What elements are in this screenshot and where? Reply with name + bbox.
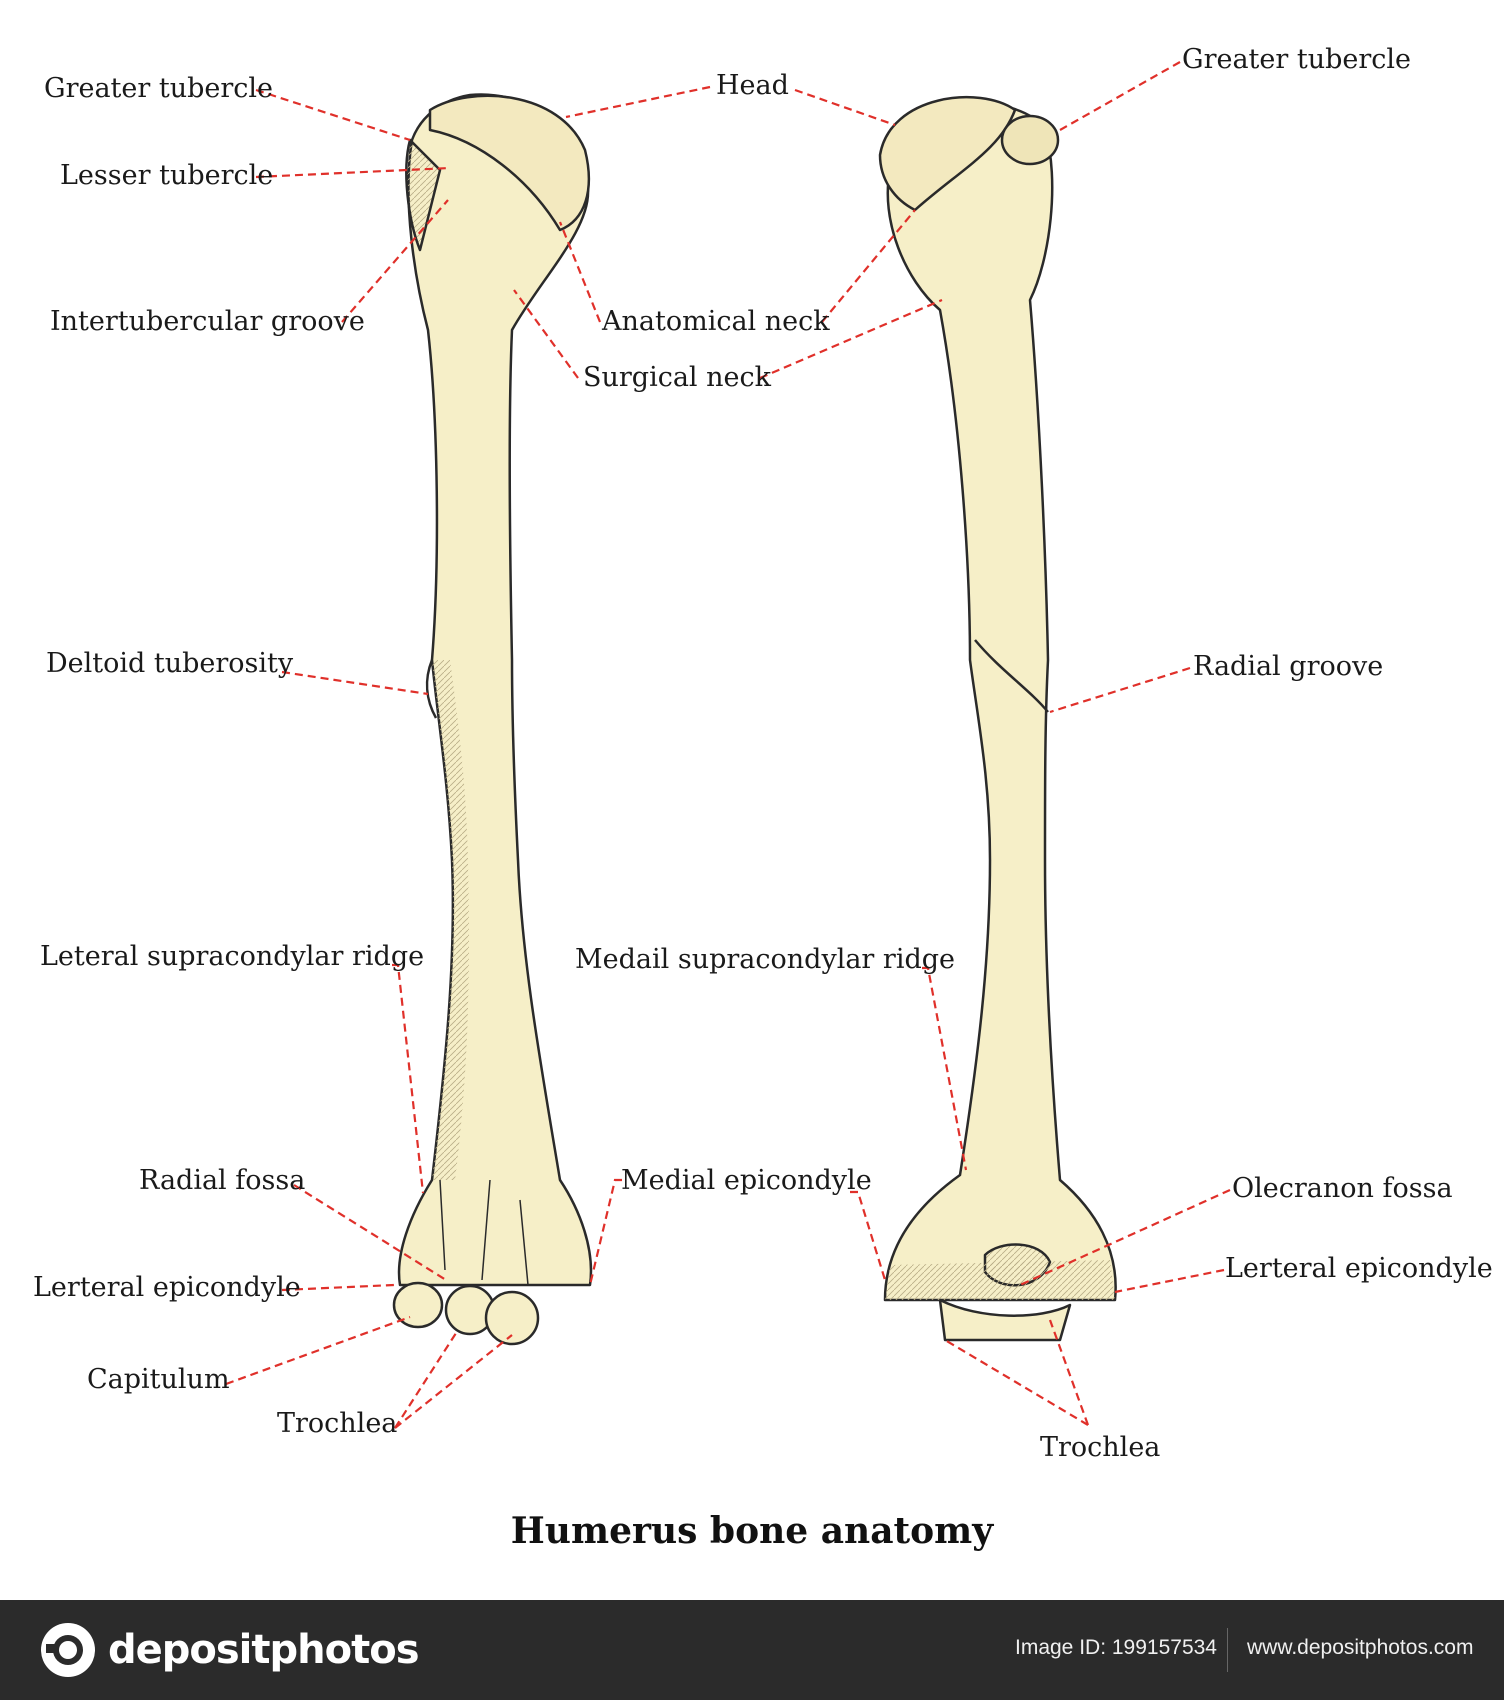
anterior-trochlea-b bbox=[484, 1290, 540, 1346]
leader-trochlea-left-b bbox=[394, 1334, 513, 1429]
leader-deltoid-tuberosity bbox=[281, 670, 429, 696]
brand-name: depositphotos bbox=[108, 1627, 420, 1673]
site-url: www.depositphotos.com bbox=[1247, 1636, 1474, 1659]
label-deltoid-tuberosity: Deltoid tuberosity bbox=[46, 648, 294, 679]
posterior-radial-groove-line bbox=[974, 639, 1049, 713]
leader-radial-fossa bbox=[293, 1184, 447, 1281]
label-radial-groove: Radial groove bbox=[1193, 651, 1384, 682]
posterior-humerus bbox=[878, 96, 1117, 1342]
humerus-diagram bbox=[225, 61, 1231, 1429]
label-greater-tubercle-anterior: Greater tubercle bbox=[44, 73, 274, 104]
leader-lesser-tubercle bbox=[255, 166, 451, 179]
label-olecranon-fossa: Olecranon fossa bbox=[1232, 1173, 1453, 1204]
posterior-greater-tubercle-shape bbox=[1000, 114, 1060, 166]
camera-icon bbox=[41, 1623, 95, 1677]
leader-trochlea-right-a bbox=[944, 1339, 1089, 1426]
anterior-head bbox=[428, 94, 590, 232]
footer-divider bbox=[1227, 1628, 1228, 1672]
leader-anatomical-neck-right bbox=[821, 209, 916, 323]
label-head: Head bbox=[716, 70, 789, 101]
leader-anatomical-neck-left bbox=[558, 221, 602, 323]
label-intertubercular-groove: Intertubercular groove bbox=[50, 306, 365, 337]
leader-medial-epicondyle-right bbox=[850, 1190, 887, 1281]
leader-surgical-neck-right bbox=[759, 298, 943, 380]
anterior-shaft bbox=[397, 93, 593, 1287]
leader-lines bbox=[225, 61, 1231, 1429]
diagram-title: Humerus bone anatomy bbox=[510, 1510, 994, 1552]
leader-lateral-supracondylar-ridge bbox=[392, 963, 425, 1194]
leader-greater-tubercle-left bbox=[255, 88, 411, 142]
stock-footer: depositphotos Image ID: 199157534 www.de… bbox=[0, 1600, 1504, 1700]
image-id: Image ID: 199157534 bbox=[1015, 1636, 1217, 1659]
label-surgical-neck: Surgical neck bbox=[583, 362, 771, 393]
leader-greater-tubercle-right bbox=[1059, 61, 1181, 131]
label-trochlea-anterior: Trochlea bbox=[277, 1408, 398, 1439]
leader-lateral-epicondyle-right bbox=[1114, 1268, 1225, 1294]
leader-head-left bbox=[565, 85, 711, 119]
label-lateral-epicondyle-posterior: Lerteral epicondyle bbox=[1225, 1253, 1493, 1284]
anterior-deltoid-bump bbox=[425, 659, 438, 719]
anterior-shaft-shading bbox=[432, 660, 469, 1180]
leader-surgical-neck-left bbox=[513, 289, 579, 379]
anterior-distal-ridges bbox=[439, 1179, 529, 1286]
leader-lateral-epicondyle-left bbox=[281, 1283, 395, 1292]
leader-capitulum bbox=[225, 1315, 411, 1386]
label-greater-tubercle-posterior: Greater tubercle bbox=[1182, 44, 1412, 75]
label-medial-epicondyle: Medial epicondyle bbox=[621, 1165, 872, 1196]
posterior-trochlea-shape bbox=[938, 1298, 1072, 1342]
posterior-shaft bbox=[883, 102, 1117, 1302]
anterior-tubercles bbox=[405, 138, 442, 252]
leader-medial-supracondylar-ridge bbox=[922, 966, 968, 1171]
leader-trochlea-left-a bbox=[394, 1329, 459, 1429]
anterior-capitulum-shape bbox=[392, 1281, 444, 1329]
label-anatomical-neck: Anatomical neck bbox=[602, 306, 830, 337]
brand-logo: depositphotos bbox=[40, 1622, 420, 1678]
leader-medial-epicondyle-left bbox=[588, 1178, 622, 1286]
anterior-humerus bbox=[392, 93, 593, 1346]
leader-radial-groove bbox=[1049, 666, 1191, 714]
label-trochlea-posterior: Trochlea bbox=[1040, 1432, 1161, 1463]
label-medial-supracondylar-ridge: Medail supracondylar ridge bbox=[575, 944, 956, 975]
leader-trochlea-right-b bbox=[1048, 1319, 1090, 1426]
label-radial-fossa: Radial fossa bbox=[139, 1165, 306, 1196]
posterior-distal-hatch bbox=[885, 1260, 1115, 1300]
label-lesser-tubercle: Lesser tubercle bbox=[60, 160, 274, 191]
posterior-head bbox=[878, 96, 1017, 212]
leader-intertubercular-groove bbox=[341, 199, 449, 323]
label-capitulum: Capitulum bbox=[87, 1364, 230, 1395]
leader-head-right bbox=[794, 88, 896, 127]
label-lateral-supracondylar-ridge: Leteral supracondylar ridge bbox=[40, 941, 425, 972]
label-lateral-epicondyle-anterior: Lerteral epicondyle bbox=[33, 1272, 301, 1303]
